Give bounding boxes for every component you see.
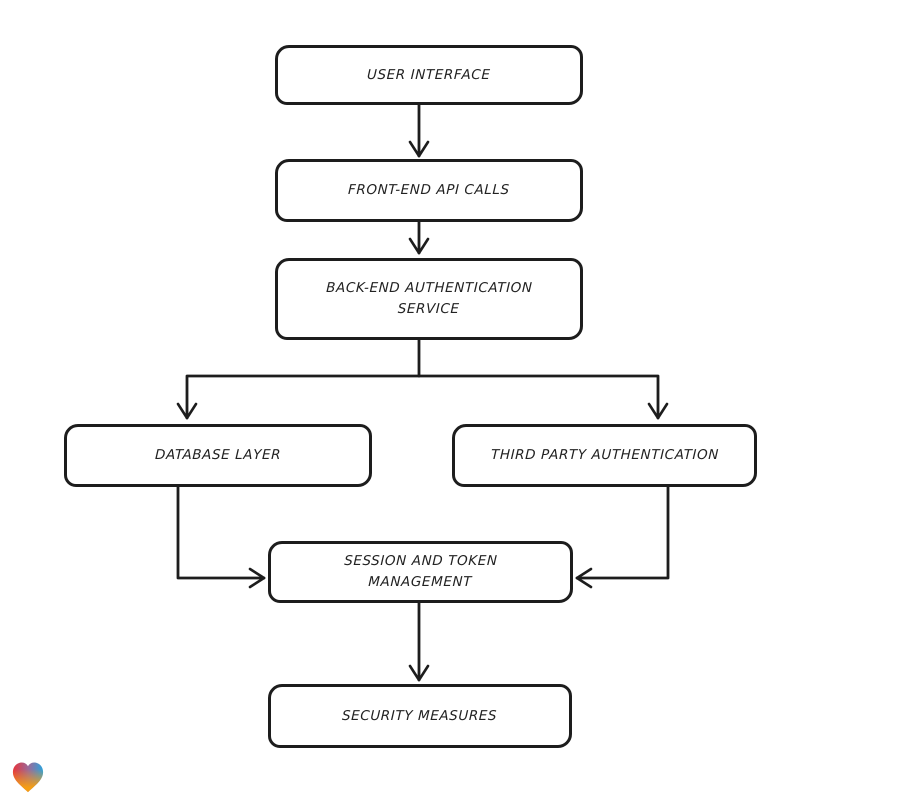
connector-backend-to-thirdparty	[417, 374, 669, 420]
connector-database-to-session	[176, 484, 266, 589]
connector-thirdparty-to-session	[575, 484, 670, 589]
node-session-and-token-management: SESSION AND TOKEN MANAGEMENT	[268, 541, 573, 603]
node-database-layer-label: DATABASE LAYER	[154, 447, 282, 464]
node-front-end-api-calls: FRONT-END API CALLS	[275, 159, 583, 222]
connector-backend-to-database	[176, 374, 421, 420]
node-user-interface-label: USER INTERFACE	[367, 66, 492, 83]
node-back-end-authentication-service: BACK-END AUTHENTICATION SERVICE	[275, 258, 583, 340]
node-back-end-authentication-service-label: BACK-END AUTHENTICATION SERVICE	[325, 280, 533, 317]
node-user-interface: USER INTERFACE	[275, 45, 583, 105]
node-third-party-authentication-label: THIRD PARTY AUTHENTICATION	[490, 447, 719, 464]
heart-logo-icon[interactable]	[9, 758, 47, 796]
node-session-and-token-management-label: SESSION AND TOKEN MANAGEMENT	[343, 553, 498, 590]
node-third-party-authentication: THIRD PARTY AUTHENTICATION	[452, 424, 757, 487]
node-front-end-api-calls-label: FRONT-END API CALLS	[347, 182, 511, 199]
node-security-measures-label: SECURITY MEASURES	[342, 707, 498, 724]
node-security-measures: SECURITY MEASURES	[268, 684, 572, 748]
node-database-layer: DATABASE LAYER	[64, 424, 372, 487]
